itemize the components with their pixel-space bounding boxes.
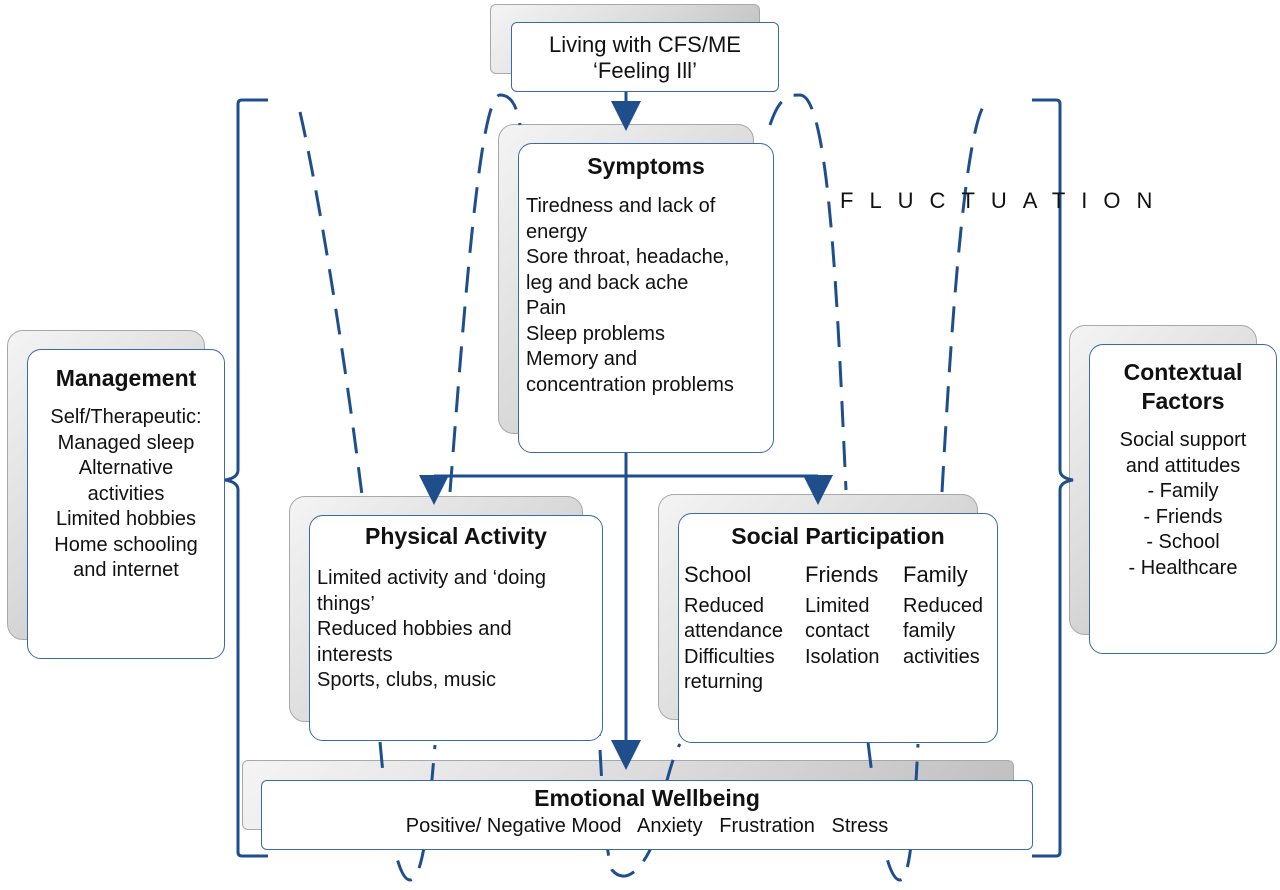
social-family-item: Reduced bbox=[903, 594, 984, 617]
contextual-item: - Healthcare bbox=[1128, 556, 1238, 579]
social-school-item: Difficulties bbox=[684, 645, 775, 668]
management-item: activities bbox=[87, 482, 165, 505]
fluctuation-label: FLUCTUATION bbox=[840, 188, 1169, 213]
social-friends-column: Friends Limited contact Isolation bbox=[805, 562, 880, 670]
social-family-column: Family Reduced family activities bbox=[903, 562, 983, 670]
management-item: Limited hobbies bbox=[55, 508, 197, 530]
physical-item: Sports, clubs, music bbox=[317, 669, 496, 691]
management-item: Self/Therapeutic: bbox=[50, 406, 202, 428]
symptom-item: Pain bbox=[526, 297, 567, 319]
top-line2: ‘Feeling Ill’ bbox=[593, 58, 697, 83]
social-school-column: School Reduced attendance Difficulties r… bbox=[684, 562, 783, 696]
dashed-curve-right-inner bbox=[768, 93, 848, 491]
social-school-item: Reduced bbox=[684, 594, 765, 617]
dashed-curve-left bbox=[298, 111, 364, 496]
physical-title: Physical Activity bbox=[365, 523, 547, 549]
symptom-item: Tiredness and lack of bbox=[526, 195, 716, 217]
management-box bbox=[27, 349, 225, 659]
physical-item: Reduced hobbies and bbox=[317, 618, 512, 640]
social-friends-item: Isolation bbox=[805, 645, 880, 668]
social-school-heading: School bbox=[684, 562, 752, 587]
top-box bbox=[511, 22, 779, 92]
contextual-item: - Friends bbox=[1143, 505, 1223, 528]
contextual-item: - School bbox=[1146, 531, 1220, 553]
symptom-item: Memory and bbox=[526, 348, 638, 370]
physical-list: Limited activity and ‘doing things’ Redu… bbox=[317, 566, 546, 694]
social-box bbox=[678, 513, 998, 743]
social-family-item: activities bbox=[903, 645, 980, 668]
social-title: Social Participation bbox=[731, 523, 945, 549]
symptom-item: concentration problems bbox=[526, 373, 734, 396]
contextual-item: Social support bbox=[1119, 429, 1247, 451]
symptoms-title: Symptoms bbox=[587, 153, 705, 179]
contextual-title-line2: Factors bbox=[1141, 388, 1225, 414]
physical-item: interests bbox=[317, 643, 393, 666]
symptom-item: leg and back ache bbox=[526, 271, 689, 294]
management-item: Managed sleep bbox=[57, 431, 195, 454]
contextual-list: Social support and attitudes - Family - … bbox=[1089, 428, 1277, 581]
social-family-heading: Family bbox=[903, 562, 968, 587]
dashed-curve-right bbox=[940, 98, 991, 493]
contextual-title-line1: Contextual bbox=[1123, 359, 1243, 385]
contextual-item: - Family bbox=[1147, 480, 1219, 502]
emotional-title: Emotional Wellbeing bbox=[534, 785, 760, 811]
social-friends-item: contact bbox=[805, 620, 870, 642]
left-bracket bbox=[224, 98, 268, 858]
management-item: Alternative bbox=[78, 457, 174, 479]
symptom-item: energy bbox=[526, 220, 588, 243]
social-friends-heading: Friends bbox=[805, 562, 879, 587]
dashed-curve-left-inner bbox=[448, 93, 522, 493]
management-list: Self/Therapeutic: Managed sleep Alternat… bbox=[27, 405, 225, 584]
top-line1: Living with CFS/ME bbox=[549, 32, 741, 57]
social-friends-item: Limited bbox=[805, 594, 870, 617]
symptom-item: Sore throat, headache, bbox=[526, 246, 730, 268]
physical-box bbox=[309, 515, 603, 741]
management-item: and internet bbox=[73, 559, 179, 581]
right-bracket bbox=[1032, 98, 1074, 858]
social-school-item: returning bbox=[684, 671, 763, 693]
social-school-item: attendance bbox=[684, 620, 783, 642]
symptom-item: Sleep problems bbox=[526, 322, 665, 345]
symptoms-box bbox=[518, 143, 774, 453]
management-title: Management bbox=[55, 365, 197, 391]
contextual-box bbox=[1089, 344, 1277, 654]
management-item: Home schooling bbox=[54, 533, 198, 556]
physical-item: Limited activity and ‘doing bbox=[317, 567, 547, 589]
social-family-item: family bbox=[903, 620, 956, 642]
emotional-box bbox=[261, 780, 1033, 850]
emotional-items: Positive/ Negative Mood Anxiety Frustrat… bbox=[405, 815, 889, 837]
physical-item: things’ bbox=[317, 592, 375, 615]
symptoms-list: Tiredness and lack of energy Sore throat… bbox=[526, 194, 734, 398]
contextual-item: and attitudes bbox=[1125, 454, 1241, 477]
